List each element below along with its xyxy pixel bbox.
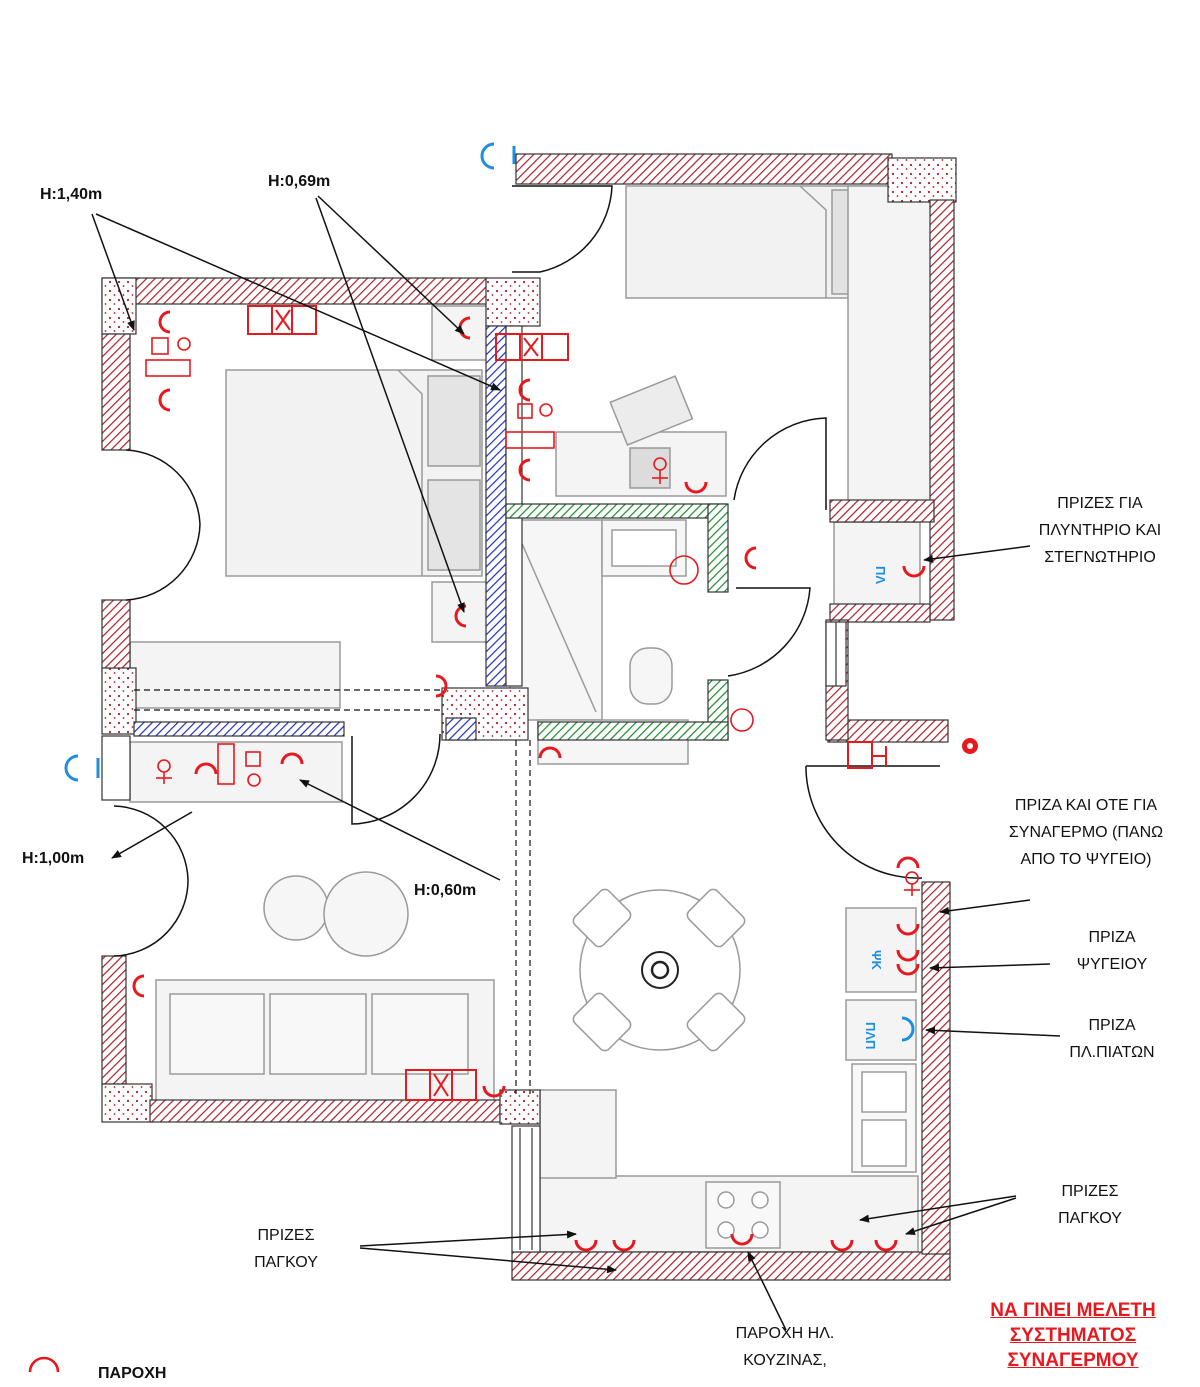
socket-icon [194, 762, 218, 775]
door-child-room [351, 733, 441, 825]
cooktop [705, 1181, 781, 1249]
socket-icon [684, 481, 708, 494]
phone-socket-icon [64, 754, 100, 782]
walls-layer [101, 153, 957, 1281]
washer-label: ΠΛ [873, 566, 888, 584]
switch-icon [405, 1069, 477, 1101]
socket-icon [538, 746, 562, 759]
socket-icon [896, 923, 920, 936]
socket-icon [902, 565, 926, 578]
height-label-140: H:1,40m [40, 186, 103, 203]
phone-socket-icon [901, 1016, 915, 1042]
socket-icon [280, 752, 304, 765]
height-label-100: H:1,00m [22, 850, 85, 867]
tv-socket-icon [145, 337, 920, 896]
socket-icon [730, 1233, 754, 1246]
door-entrance-top [539, 185, 613, 273]
annotation-arrows [91, 195, 1061, 1331]
window-kitchen [511, 1125, 541, 1253]
light-point-icon [669, 555, 754, 732]
washer-dryer [833, 521, 921, 607]
legend-supply-icon [28, 1356, 60, 1373]
fridge [845, 907, 917, 993]
phone-socket-icon [480, 142, 516, 170]
phone-layer [64, 142, 915, 1042]
electrical-layer [28, 305, 978, 1373]
socket-icon [830, 1239, 854, 1252]
pouf-2 [323, 871, 409, 957]
socket-icon [158, 310, 171, 334]
socket-icon [896, 949, 920, 962]
furniture-layer [129, 185, 933, 1253]
dashed-lines [134, 689, 531, 1094]
door-bathroom [727, 587, 811, 677]
socket-icon [518, 458, 531, 482]
door-corridor [733, 417, 827, 510]
wardrobe-right [847, 185, 933, 505]
toilet [629, 647, 673, 705]
height-label-069: H:0,69m [268, 173, 331, 190]
door-master-left [125, 449, 201, 601]
dishwasher-label: ΠΛΠ [863, 1022, 878, 1049]
socket-icon [744, 546, 757, 570]
dishwasher [845, 999, 917, 1061]
socket-icon [896, 963, 920, 976]
switch-icon [247, 305, 317, 335]
socket-icon [132, 974, 145, 998]
door-living-left [113, 805, 189, 957]
electric-panel-icon [847, 741, 887, 769]
note-kitchen-supply: ΠΑΡΟΧΗ ΗΛ.ΚΟΥΖΙΝΑΣ, [735, 1325, 835, 1369]
doors-layer [113, 185, 940, 957]
pouf-1 [263, 875, 329, 941]
socket-icon [874, 1239, 898, 1252]
legend-label: ΠΑΡΟΧΗ [98, 1365, 167, 1382]
socket-icon [482, 1085, 506, 1098]
socket-icon [435, 674, 448, 698]
fridge-label: ΨΚ [869, 950, 884, 971]
socket-icon [612, 1239, 636, 1252]
desk-child-room [129, 641, 341, 709]
door-kitchen [805, 766, 923, 879]
socket-icon [574, 1239, 598, 1252]
socket-icon [896, 856, 920, 869]
switch-icon [495, 333, 569, 361]
socket-icon [158, 388, 171, 412]
socket-icon [518, 378, 531, 402]
height-label-060: H:0,60m [414, 882, 477, 899]
